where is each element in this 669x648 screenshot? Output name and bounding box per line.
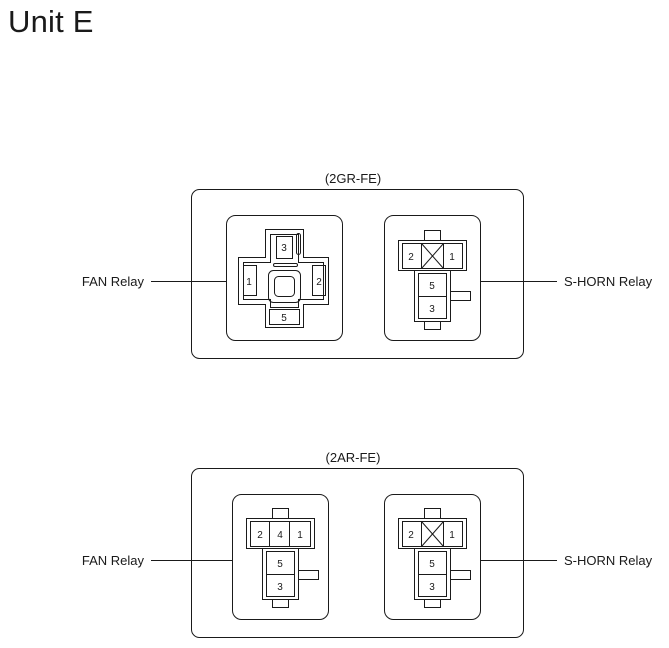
pin-label: 4	[277, 530, 283, 541]
s-horn-relay-connector	[384, 494, 481, 620]
pin-label: 3	[429, 582, 435, 593]
page-title: Unit E	[8, 4, 94, 39]
pin-label: 3	[277, 582, 283, 593]
pin-label: 3	[429, 304, 435, 315]
pin-label: 5	[429, 281, 435, 292]
pin-label: 2	[408, 252, 414, 263]
s-horn-relay-label: S-HORN Relay	[564, 274, 653, 289]
group-frame	[191, 189, 524, 359]
pin-label: 5	[281, 313, 287, 324]
group-2ar-fe	[151, 468, 557, 638]
group-2gr-fe	[151, 189, 557, 359]
engine-label: (2GR-FE)	[325, 171, 381, 186]
fan-relay-connector	[226, 215, 343, 341]
fan-relay-label: FAN Relay	[82, 553, 145, 568]
group-frame	[191, 468, 524, 638]
fan-relay-connector	[232, 494, 329, 620]
pin-label: 2	[257, 530, 263, 541]
pin-label: 1	[246, 277, 252, 288]
s-horn-relay-connector	[384, 215, 481, 341]
s-horn-relay-label: S-HORN Relay	[564, 553, 653, 568]
pin-label: 2	[316, 277, 322, 288]
engine-label: (2AR-FE)	[326, 450, 381, 465]
pin-label: 1	[297, 530, 303, 541]
pin-label: 3	[281, 243, 287, 254]
fan-relay-label: FAN Relay	[82, 274, 145, 289]
pin-label: 1	[449, 252, 455, 263]
pin-label: 5	[277, 559, 283, 570]
pin-label: 5	[429, 559, 435, 570]
pin-label: 1	[449, 530, 455, 541]
pin-label: 2	[408, 530, 414, 541]
